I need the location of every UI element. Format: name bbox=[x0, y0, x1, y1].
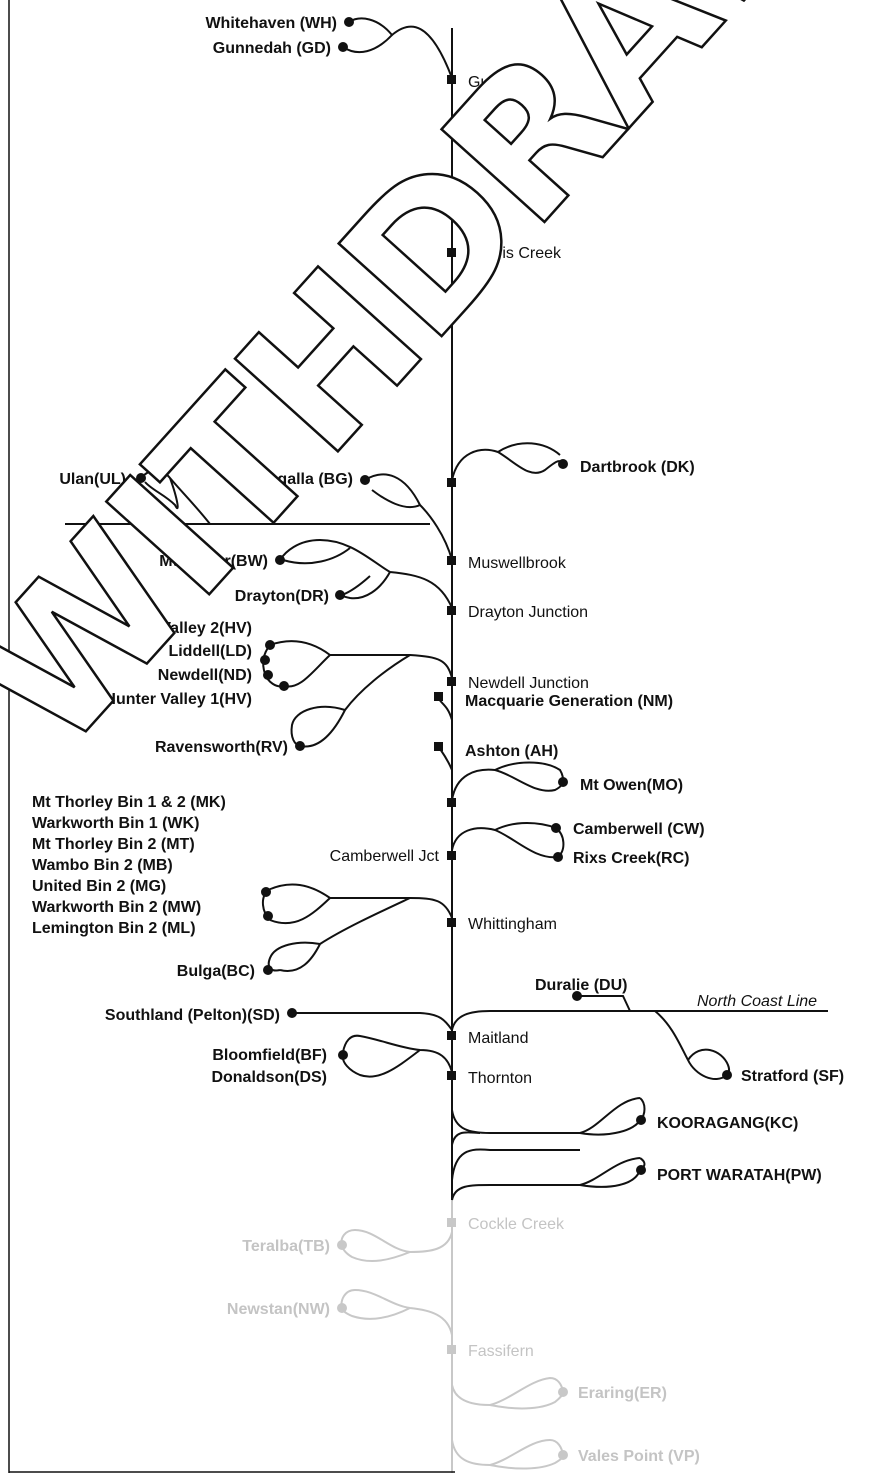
mine-southland: Southland (Pelton)(SD) bbox=[105, 1007, 280, 1024]
station-marker-werris-creek bbox=[447, 248, 456, 257]
mine-hunter-valley-1: Hunter Valley 1(HV) bbox=[104, 691, 252, 708]
station-marker-mt-owen-jct bbox=[447, 798, 456, 807]
bloomfield-donaldson-branch bbox=[338, 1034, 453, 1078]
whittingham-branch bbox=[261, 883, 453, 975]
station-marker-muswellbrook bbox=[447, 556, 456, 565]
station-werris-creek: Werris Creek bbox=[468, 245, 562, 262]
mine-duralie: Duralie (DU) bbox=[535, 977, 627, 994]
mine-ravensworth: Ravensworth(RV) bbox=[155, 739, 288, 756]
station-cockle-creek: Cockle Creek bbox=[468, 1216, 565, 1233]
mine-mt-thorley-bin-2: Mt Thorley Bin 2 (MT) bbox=[32, 836, 195, 853]
withdrawn-watermark: WITHDRAWN bbox=[0, 0, 890, 791]
mine-warkworth-bin-2: Warkworth Bin 2 (MW) bbox=[32, 899, 201, 916]
southland-terminal bbox=[287, 1008, 297, 1018]
mine-bengalla: Bengalla (BG) bbox=[247, 471, 353, 488]
newstan-branch bbox=[337, 1288, 453, 1336]
station-maitland: Maitland bbox=[468, 1030, 528, 1047]
mine-stratford: Stratford (SF) bbox=[741, 1068, 844, 1085]
mine-newstan: Newstan(NW) bbox=[227, 1301, 330, 1318]
mine-ulan: Ulan(UL) bbox=[59, 471, 126, 488]
mine-kooragang: KOORAGANG(KC) bbox=[657, 1115, 798, 1132]
mine-newdell: Newdell(ND) bbox=[158, 667, 252, 684]
station-marker-gunnedah bbox=[447, 75, 456, 84]
mine-vales-point: Vales Point (VP) bbox=[578, 1448, 700, 1465]
station-gunnedah: Gunnedah bbox=[468, 74, 543, 91]
newdell-branch bbox=[260, 640, 453, 751]
mine-camberwell: Camberwell (CW) bbox=[573, 821, 705, 838]
macquarie-generation-siding bbox=[437, 697, 453, 721]
station-marker-ashton bbox=[434, 742, 443, 751]
mine-donaldson: Donaldson(DS) bbox=[211, 1069, 327, 1086]
station-marker-macquarie-generation bbox=[434, 692, 443, 701]
mine-hunter-valley-2: Hunter Valley 2(HV) bbox=[104, 620, 252, 637]
mine-lemington-bin-2: Lemington Bin 2 (ML) bbox=[32, 920, 196, 937]
ulan-bengalla-branch bbox=[136, 469, 453, 561]
mine-mt-owen: Mt Owen(MO) bbox=[580, 777, 683, 794]
north-coast-line bbox=[451, 1010, 828, 1031]
station-marker-camberwell-jct bbox=[447, 851, 456, 860]
station-marker-thornton bbox=[447, 1071, 456, 1080]
eraring-branch bbox=[451, 1376, 568, 1410]
station-marker-whittingham bbox=[447, 918, 456, 927]
mine-warkworth-bin-1: Warkworth Bin 1 (WK) bbox=[32, 815, 199, 832]
mine-bulga: Bulga(BC) bbox=[177, 963, 255, 980]
station-thornton: Thornton bbox=[468, 1070, 532, 1087]
mine-united-bin-2: United Bin 2 (MG) bbox=[32, 878, 166, 895]
mt-arthur-drayton-branch bbox=[275, 538, 453, 609]
station-camberwell-jct: Camberwell Jct bbox=[330, 848, 440, 865]
mine-bloomfield: Bloomfield(BF) bbox=[212, 1047, 327, 1064]
north-coast-line-label: North Coast Line bbox=[697, 993, 817, 1010]
station-newdell-junction: Newdell Junction bbox=[468, 675, 589, 692]
mine-dartbrook: Dartbrook (DK) bbox=[580, 459, 695, 476]
camberwell-branch bbox=[451, 822, 565, 862]
teralba-branch bbox=[337, 1228, 453, 1263]
station-marker-maitland bbox=[447, 1031, 456, 1040]
vales-point-branch bbox=[451, 1438, 568, 1470]
station-drayton-junction: Drayton Junction bbox=[468, 604, 588, 621]
southland-branch bbox=[292, 1012, 453, 1031]
port-terminals-branch bbox=[451, 1097, 646, 1201]
mine-rixs-creek: Rixs Creek(RC) bbox=[573, 850, 689, 867]
dartbrook-branch bbox=[451, 442, 568, 481]
mine-ashton: Ashton (AH) bbox=[465, 743, 558, 760]
whitehaven-gunnedah-branch bbox=[338, 17, 453, 79]
station-marker-cockle-creek bbox=[447, 1218, 456, 1227]
mine-eraring: Eraring(ER) bbox=[578, 1385, 667, 1402]
mt-owen-branch bbox=[451, 761, 568, 801]
station-muswellbrook: Muswellbrook bbox=[468, 555, 567, 572]
mine-wambo-bin-2: Wambo Bin 2 (MB) bbox=[32, 857, 173, 874]
mine-whitehaven: Whitehaven (WH) bbox=[205, 15, 337, 32]
station-marker-fassifern bbox=[447, 1345, 456, 1354]
mine-liddell: Liddell(LD) bbox=[168, 643, 252, 660]
mine-drayton: Drayton(DR) bbox=[235, 588, 329, 605]
station-marker-dartbrook-jct bbox=[447, 478, 456, 487]
duralie-stratford-branch bbox=[572, 991, 732, 1080]
station-fassifern: Fassifern bbox=[468, 1343, 534, 1360]
station-marker-newdell-junction bbox=[447, 677, 456, 686]
mine-port-waratah: PORT WARATAH(PW) bbox=[657, 1167, 822, 1184]
station-whittingham: Whittingham bbox=[468, 916, 557, 933]
mine-mt-thorley-bin-1-2: Mt Thorley Bin 1 & 2 (MK) bbox=[32, 794, 226, 811]
mine-mt-arthur: Mt Arthur(BW) bbox=[159, 553, 268, 570]
mine-gunnedah: Gunnedah (GD) bbox=[213, 40, 331, 57]
station-marker-drayton-junction bbox=[447, 606, 456, 615]
mine-teralba: Teralba(TB) bbox=[242, 1238, 330, 1255]
mine-macquarie-generation: Macquarie Generation (NM) bbox=[465, 693, 673, 710]
